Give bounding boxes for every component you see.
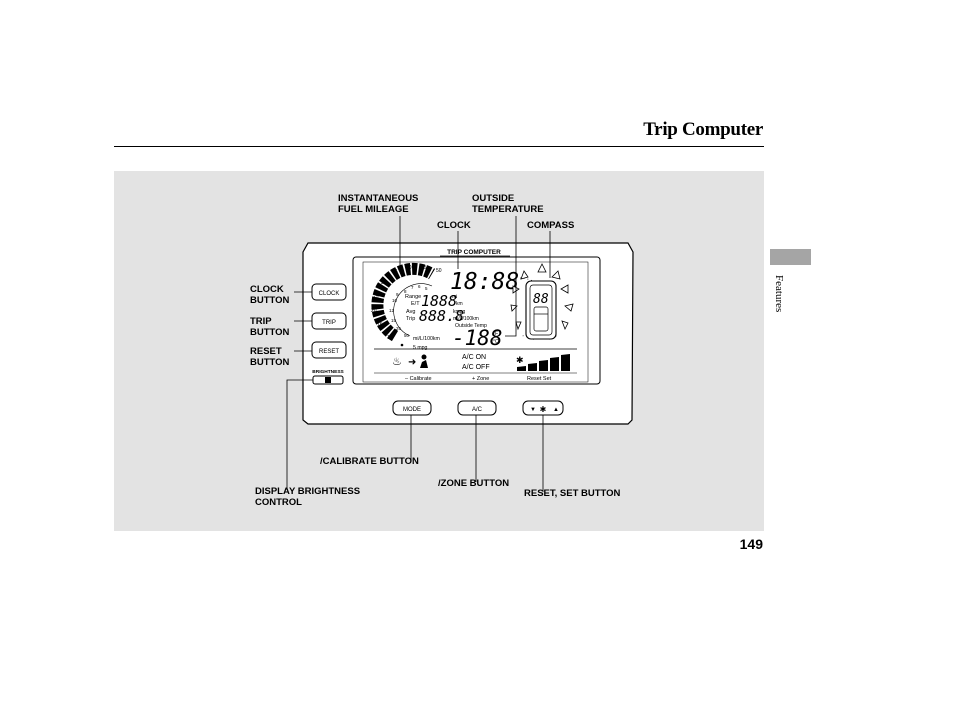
fan-speed-icon: ✱ (516, 355, 524, 365)
gauge-tick-outer: 25 (373, 294, 379, 300)
mode-button-label: MODE (403, 407, 421, 413)
gauge-tick-inner: 9 (396, 292, 399, 297)
gauge-tick-inner: 7 (411, 285, 414, 290)
callout-line: TRIP (250, 316, 272, 327)
avg-unit-mpg: kmpg (453, 309, 465, 315)
reset-set-label: Reset Set (527, 376, 552, 382)
gauge-tick-inner: 50 (404, 333, 410, 338)
vehicle-icon (533, 306, 549, 332)
fan-button[interactable]: ▼ ✱ ▲ (522, 400, 564, 416)
trip-label: Trip (406, 316, 415, 322)
gauge-tick-inner: 25 (396, 326, 402, 331)
ac-off-label: A/C OFF (462, 364, 490, 371)
occupant-icon (421, 354, 427, 360)
callout-line: BUTTON (250, 357, 290, 368)
gauge-tick-outer: 15 (377, 322, 383, 328)
fuel-mileage-gauge: 35 40 45 50 30 25 20 15 10 7 6 5 8 9 10 … (371, 262, 442, 351)
callout-instantaneous-fuel-mileage: INSTANTANEOUS FUEL MILEAGE (338, 193, 418, 215)
clock-button-label: CLOCK (319, 291, 340, 297)
airflow-occupant-icon: ➜ (408, 357, 416, 368)
compass-readout: 88 (533, 292, 549, 307)
brightness-control[interactable] (312, 375, 344, 385)
gauge-tick-outer: 30 (381, 280, 387, 286)
avg-readout: 888.8 (419, 307, 464, 325)
callout-line: BUTTON (250, 327, 290, 338)
ac-button-label: A/C (472, 407, 483, 413)
callout-leaders (286, 216, 551, 492)
page-title: Trip Computer (643, 119, 763, 140)
callout-clock-button: CLOCK BUTTON (250, 284, 289, 306)
rear-defrost-icon: ♨ (392, 356, 402, 368)
gauge-tick-outer: 50 (436, 268, 442, 274)
page-number: 149 (739, 536, 763, 552)
section-tab-marker (770, 249, 811, 265)
fan-up-icon: ▲ (553, 407, 559, 413)
callout-line: RESET (250, 346, 282, 357)
trip-button-label: TRIP (322, 320, 336, 326)
clock-readout: 18:88 (450, 269, 519, 295)
temp-unit-c: °C (493, 339, 499, 345)
device-header-label: TRIP COMPUTER (447, 249, 501, 256)
calibrate-label: – Calibrate (405, 376, 432, 382)
trip-button[interactable]: TRIP (311, 312, 347, 330)
fan-icon: ✱ (540, 405, 547, 414)
header-rule (114, 146, 764, 147)
callout-line: TEMPERATURE (472, 204, 544, 215)
range-readout: 1888 (421, 292, 457, 310)
callout-compass: COMPASS (527, 220, 575, 231)
gauge-tick-outer: 35 (392, 269, 398, 275)
callout-line: CONTROL (255, 497, 302, 508)
callout-outside-temperature: OUTSIDE TEMPERATURE (472, 193, 544, 215)
gauge-tick-outer: 45 (421, 265, 427, 271)
ac-on-label: A/C ON (462, 354, 486, 361)
callout-line: CLOCK (250, 284, 284, 295)
gauge-tick-inner: 6 (418, 284, 421, 289)
ac-button[interactable]: A/C (457, 400, 497, 416)
brightness-label: BRIGHTNESS (312, 369, 344, 375)
callout-zone-button: /ZONE BUTTON (438, 478, 510, 489)
gauge-tick-inner: 12 (389, 308, 395, 313)
reset-button-label: RESET (319, 349, 339, 355)
range-unit-mi: mi (452, 294, 457, 300)
zone-label: + Zone (472, 376, 489, 382)
temp-readout: -188 (452, 326, 503, 350)
gauge-unit-metric: mi/L/100km (413, 336, 440, 342)
clock-button[interactable]: CLOCK (311, 283, 347, 301)
outside-temp-label: Outside Temp (455, 323, 487, 329)
reset-button[interactable]: RESET (311, 341, 347, 359)
range-label: Range (405, 294, 421, 300)
avg-unit-metric: mi/L/100km (453, 316, 479, 322)
gauge-tick-inner: 5 (425, 286, 428, 291)
gauge-tick-inner: 15 (391, 318, 397, 323)
gauge-unit-mpg: 5 mpg (413, 345, 428, 351)
section-tab-label: Features (773, 275, 785, 313)
gauge-tick-outer: 10 (387, 335, 393, 341)
callout-line: OUTSIDE (472, 193, 515, 204)
gauge-tick-outer: 40 (406, 265, 412, 271)
fan-speed-bars (517, 354, 570, 371)
callout-reset-button: RESET BUTTON (250, 346, 289, 368)
mode-button[interactable]: MODE (392, 400, 432, 416)
callout-line: FUEL MILEAGE (338, 204, 409, 215)
gauge-tick-outer: 20 (371, 308, 377, 314)
compass-display: 88 (510, 263, 574, 340)
et-label: E/T (411, 301, 420, 307)
callout-clock: CLOCK (437, 220, 471, 231)
gauge-tick-inner: 10 (392, 298, 398, 303)
callout-reset-set-button: RESET, SET BUTTON (524, 488, 621, 499)
avg-label: Avg (406, 309, 415, 315)
gauge-tick-inner: 8 (404, 289, 407, 294)
callout-calibrate-button: /CALIBRATE BUTTON (320, 456, 419, 467)
callout-line: BUTTON (250, 295, 290, 306)
range-unit-km: km (456, 301, 463, 307)
callout-line: DISPLAY BRIGHTNESS (255, 486, 361, 497)
callout-line: INSTANTANEOUS (338, 193, 419, 204)
callout-trip-button: TRIP BUTTON (250, 316, 289, 338)
fan-down-icon: ▼ (530, 407, 536, 413)
temp-unit-f: °F (493, 331, 498, 337)
callout-display-brightness-control: DISPLAY BRIGHTNESS CONTROL (255, 486, 360, 508)
